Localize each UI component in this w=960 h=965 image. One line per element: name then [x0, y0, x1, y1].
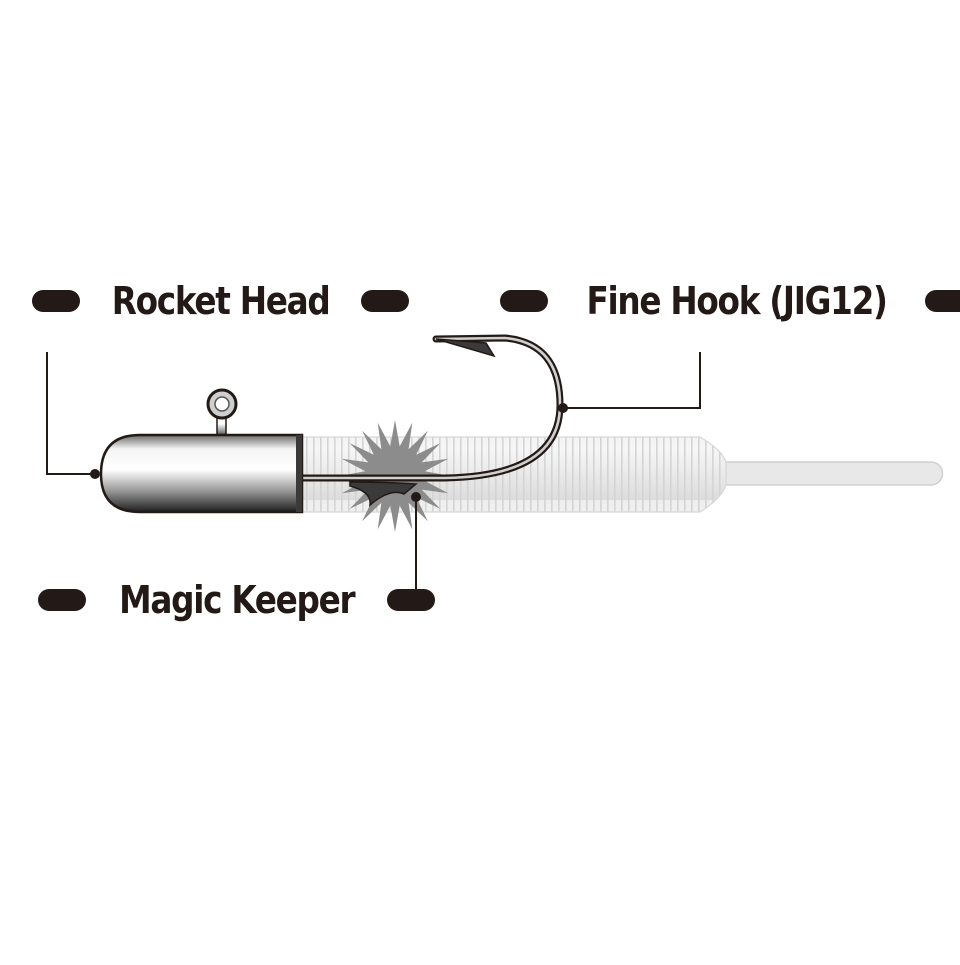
fine-hook-dot — [558, 403, 568, 413]
rocket-head — [99, 433, 304, 514]
magic-keeper-dot — [411, 492, 421, 502]
label-pill-right — [925, 290, 960, 312]
label-pill-right — [361, 290, 410, 312]
label-pill-left — [32, 290, 80, 312]
rocket-head-dot — [90, 469, 100, 479]
fine-hook-leader — [562, 352, 701, 409]
label-pill-left — [38, 589, 86, 611]
keeper-barb — [349, 481, 418, 507]
magic-keeper-label: Magic Keeper — [38, 578, 436, 622]
label-pill-left — [500, 290, 548, 312]
rocket-head-label: Rocket Head — [32, 279, 410, 323]
label-pill-right — [387, 589, 436, 611]
magic-keeper-text: Magic Keeper — [119, 578, 355, 622]
fine-hook-text: Fine Hook (JIG12) — [586, 279, 888, 323]
rocket-head-leader — [46, 352, 95, 475]
worm-tail — [719, 461, 944, 486]
line-eye — [206, 388, 238, 439]
rocket-head-face — [296, 435, 302, 512]
fine-hook-label: Fine Hook (JIG12) — [500, 282, 960, 320]
hook-barb — [435, 338, 496, 358]
rocket-head-text: Rocket Head — [111, 279, 331, 323]
